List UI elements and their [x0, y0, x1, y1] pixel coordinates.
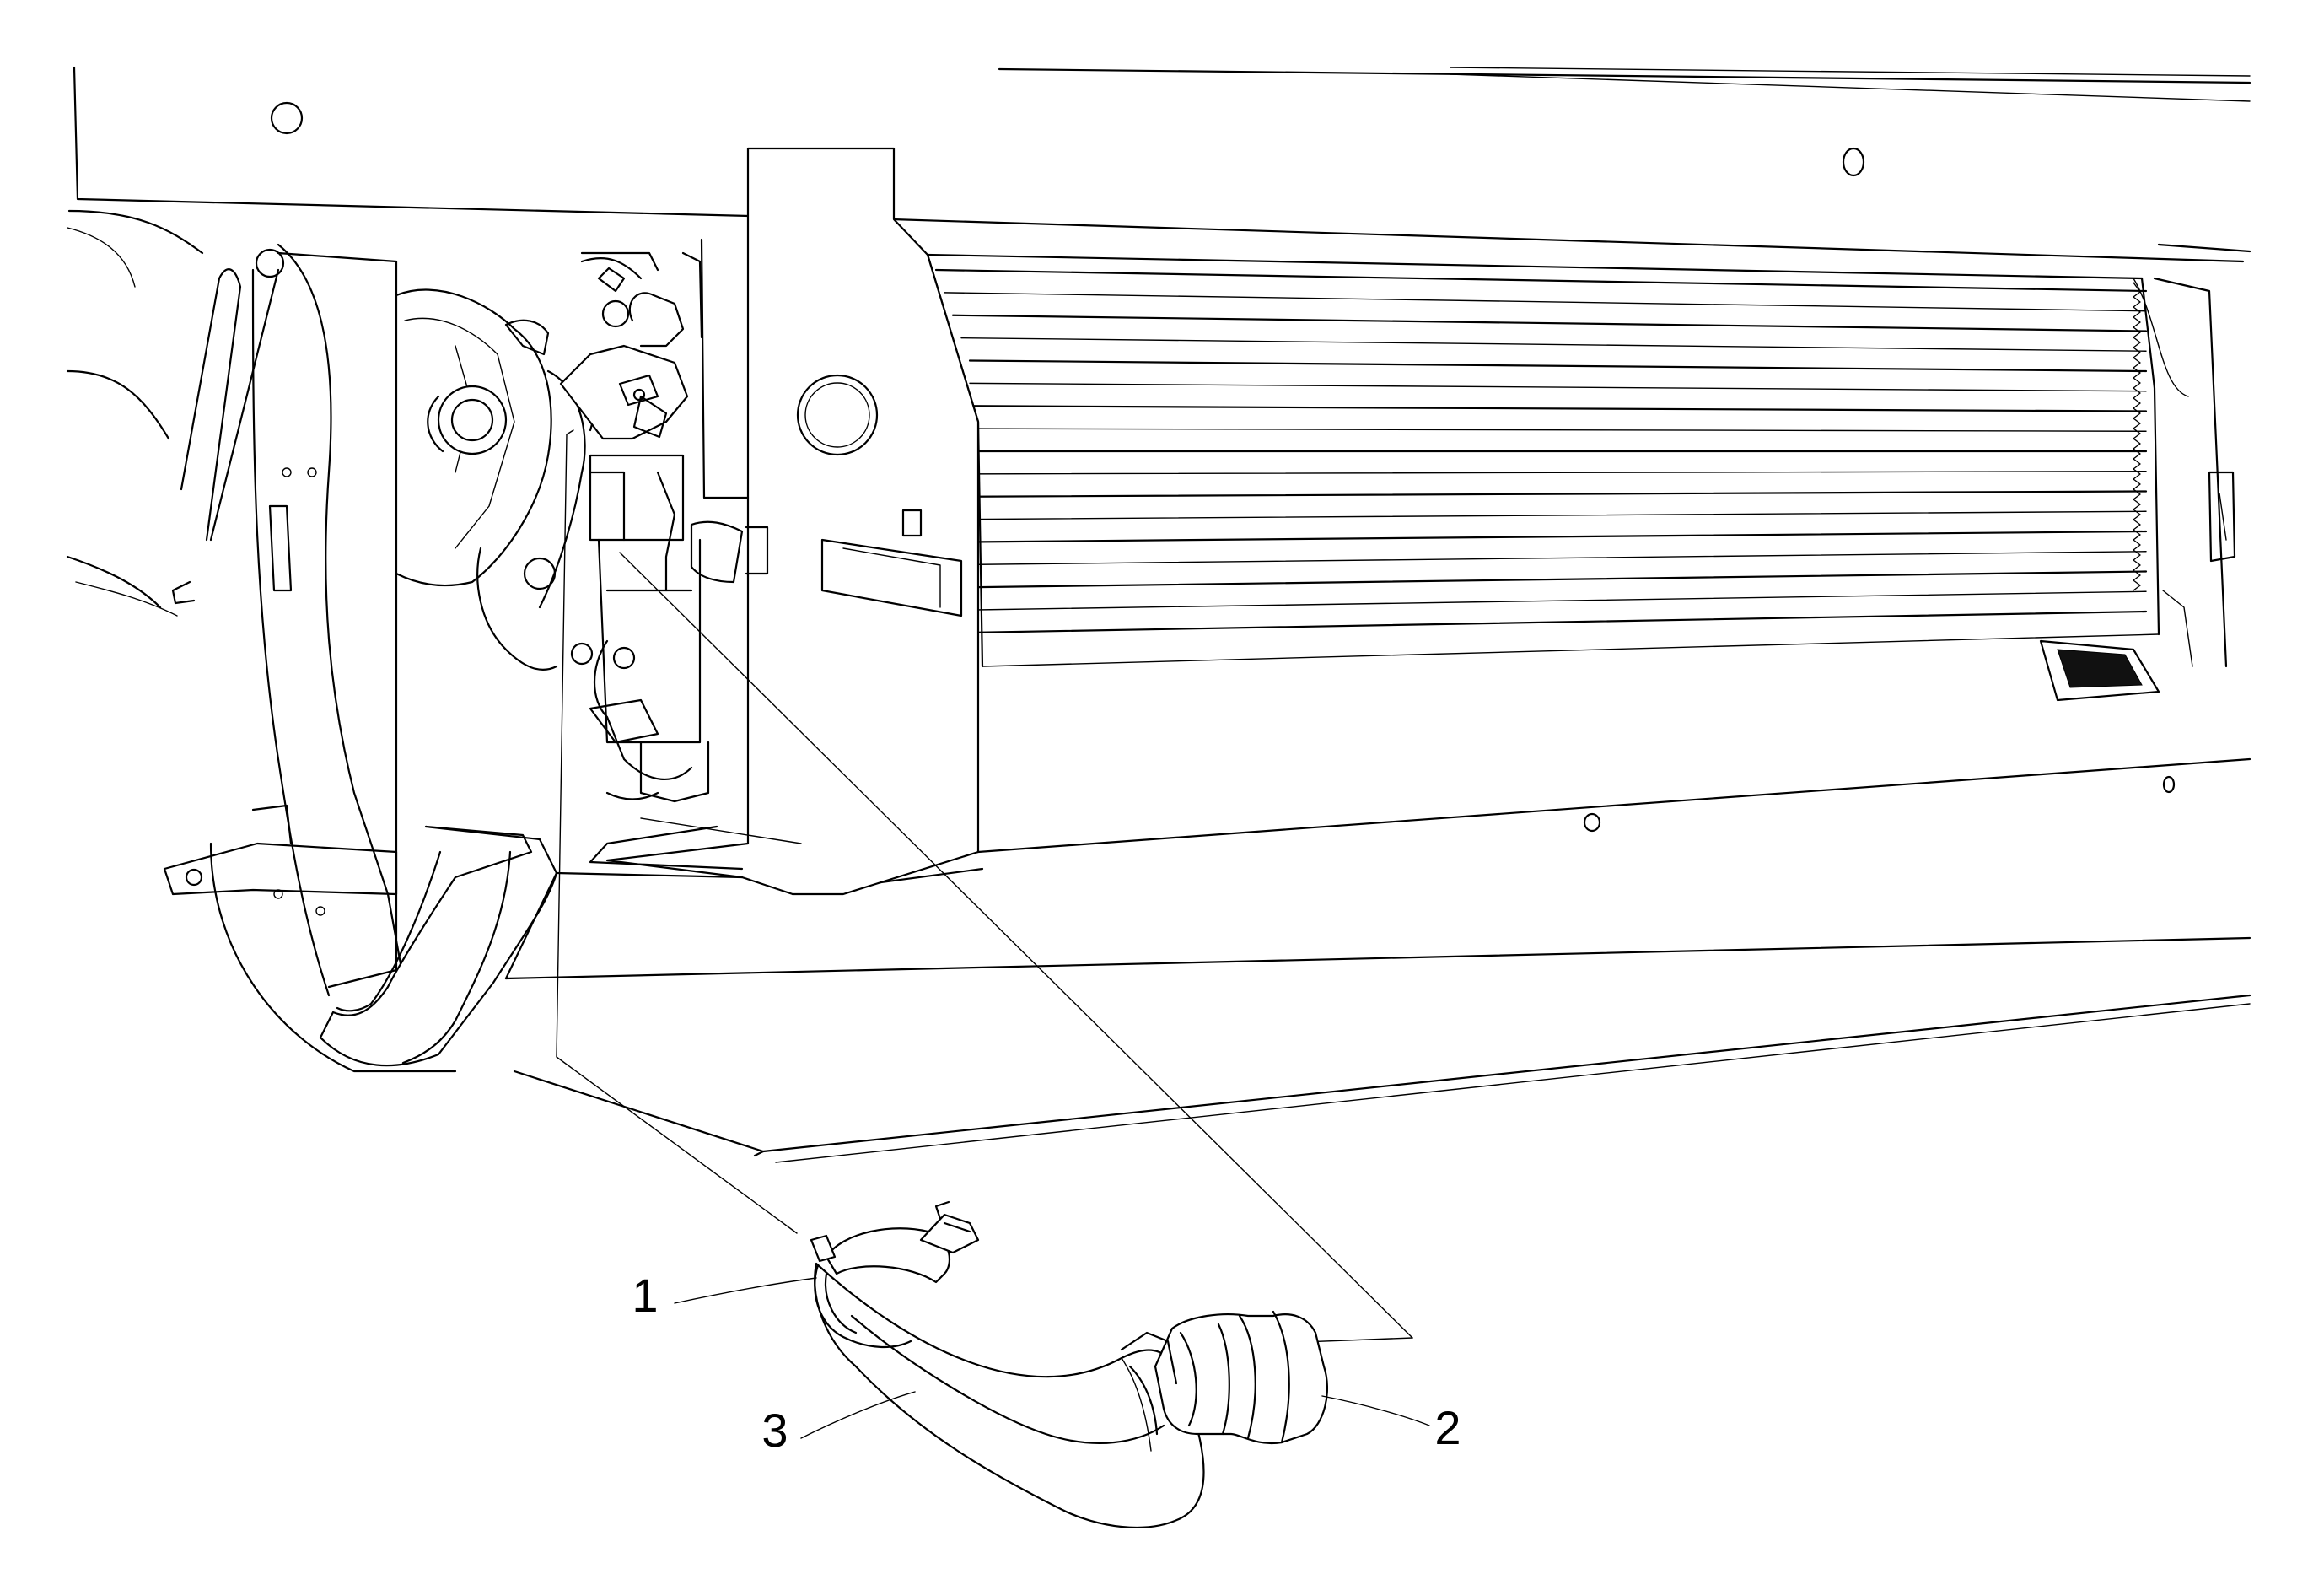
panel-hole	[270, 101, 304, 135]
hose-assembly	[810, 1200, 1328, 1529]
callout-number: 2	[1434, 1401, 1461, 1454]
panel-hole	[1842, 147, 1865, 177]
bolt-head	[901, 509, 923, 537]
radiator-fin	[968, 490, 2148, 498]
radiator-fin	[969, 471, 2147, 475]
radiator-fin	[969, 551, 2147, 566]
radiator-fin	[934, 268, 2148, 293]
side-bracket	[589, 147, 980, 896]
pump-outlet-port	[437, 385, 508, 455]
radiator-tank-edge	[2133, 282, 2141, 591]
radiator-fin	[960, 337, 2147, 352]
radiator-fin	[968, 610, 2148, 634]
radiator-fin	[969, 382, 2147, 392]
shroud-lip	[319, 825, 558, 1067]
pump-housing	[395, 288, 710, 803]
radiator-fin	[968, 359, 2148, 373]
pivot-bolt	[255, 248, 285, 278]
outlet-pipe	[690, 520, 744, 584]
detail-frame	[556, 429, 1413, 1348]
mounting-foot	[163, 842, 398, 896]
radiator-core	[892, 243, 2236, 702]
leader-1	[674, 1277, 817, 1304]
bracket-hole	[796, 374, 879, 456]
radiator-fin	[968, 530, 2148, 543]
hose-clamp	[825, 1227, 951, 1284]
radiator-fin	[951, 314, 2148, 332]
callout-number: 1	[632, 1269, 659, 1322]
fastener-hole	[1583, 812, 1601, 833]
radiator-hose	[814, 1262, 1205, 1529]
radiator-fin	[969, 510, 2147, 520]
radiator-fin	[944, 292, 2147, 312]
upper-body-panel	[73, 66, 2251, 263]
connector-module	[589, 454, 685, 542]
electrical-connector	[559, 251, 703, 744]
radiator-fins	[934, 268, 2148, 634]
leader-2	[1321, 1395, 1430, 1426]
hose-connector	[1154, 1313, 1328, 1445]
radiator-fin	[968, 570, 2148, 589]
fan-shroud	[66, 209, 744, 1073]
callout-number: 3	[761, 1404, 788, 1457]
leader-3	[800, 1391, 916, 1439]
radiator-fin	[968, 405, 2148, 412]
radiator-fin	[969, 590, 2147, 611]
callout-leaders	[674, 1277, 1430, 1439]
radiator-fin	[969, 428, 2147, 432]
fastener-hole	[2162, 775, 2176, 794]
